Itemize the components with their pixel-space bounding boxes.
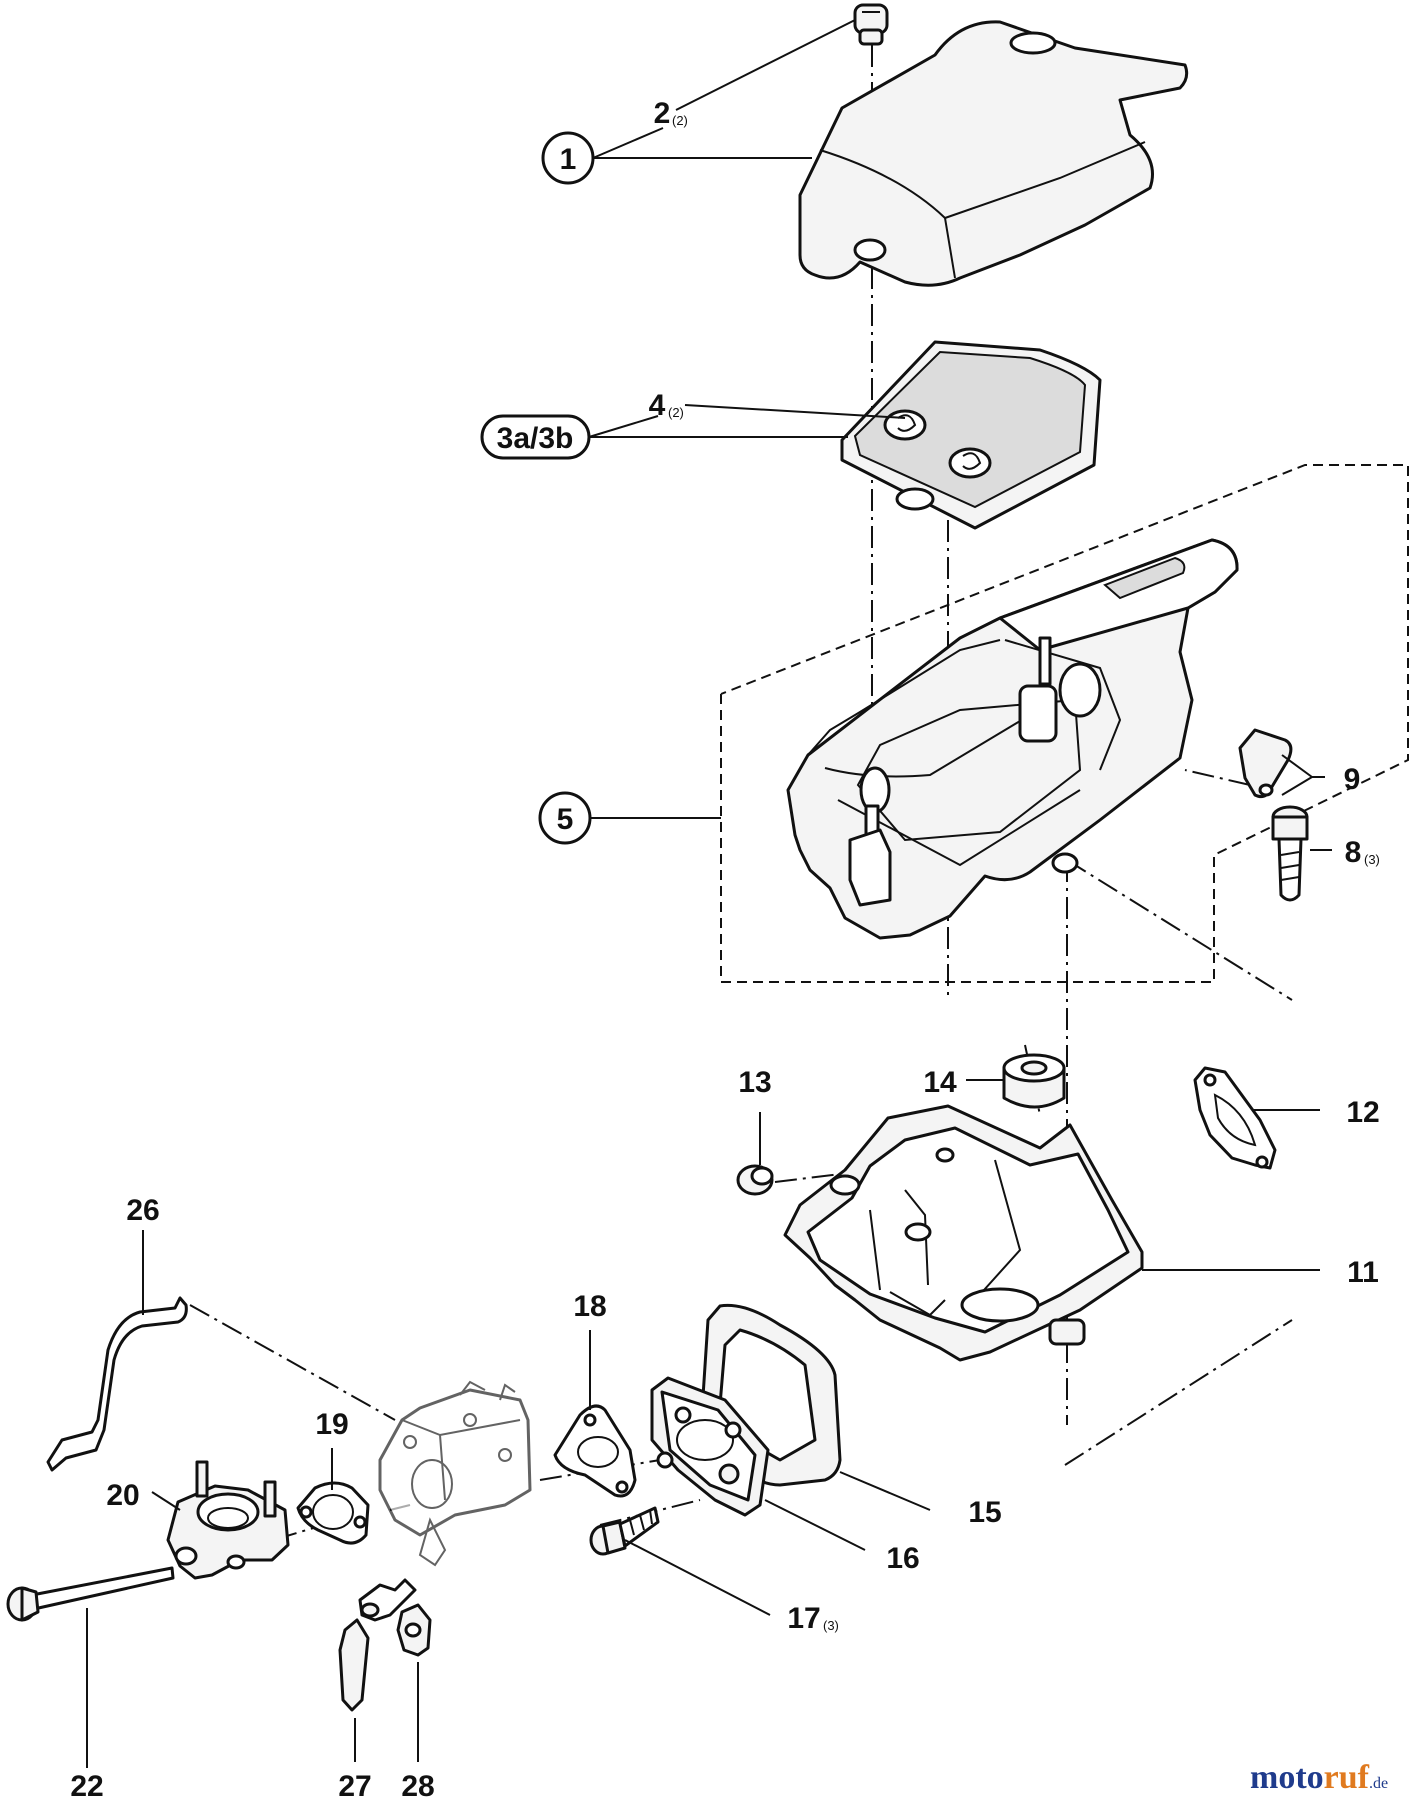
svg-text:17: 17 [787, 1602, 820, 1635]
gasket-part [1193, 1066, 1277, 1170]
callout-2: 2 (2) [654, 97, 688, 130]
intake-flange-part [650, 1376, 770, 1517]
svg-text:12: 12 [1346, 1096, 1379, 1129]
svg-text:15: 15 [968, 1496, 1001, 1529]
svg-text:motoruf.de: motoruf.de [1250, 1759, 1388, 1796]
callout-19: 19 [315, 1408, 348, 1441]
callout-27: 27 [338, 1770, 371, 1800]
svg-text:(2): (2) [672, 113, 688, 128]
watermark-logo: motoruf.de [1250, 1759, 1388, 1796]
svg-text:1: 1 [560, 143, 577, 176]
carb-gasket-part [553, 1404, 637, 1498]
callout-4: 4 (2) [649, 389, 684, 422]
svg-text:5: 5 [557, 803, 574, 836]
insulator-gasket-part [296, 1481, 370, 1545]
svg-text:14: 14 [923, 1066, 957, 1099]
svg-text:(2): (2) [668, 405, 684, 420]
callout-18: 18 [573, 1290, 606, 1323]
carburetor-part [378, 1380, 532, 1567]
svg-text:26: 26 [126, 1194, 159, 1227]
svg-text:16: 16 [886, 1542, 919, 1575]
callout-13: 13 [738, 1066, 771, 1099]
svg-text:2: 2 [654, 97, 671, 130]
callout-3a-3b: 3a/3b [480, 414, 591, 460]
top-cover-part [798, 20, 1189, 287]
svg-text:8: 8 [1345, 836, 1362, 869]
callout-14: 14 [923, 1066, 957, 1099]
knob-screw-part [853, 3, 889, 46]
callout-17: 17 (3) [787, 1602, 839, 1635]
svg-text:28: 28 [401, 1770, 434, 1800]
svg-text:4: 4 [649, 389, 666, 422]
svg-text:19: 19 [315, 1408, 348, 1441]
linkage-rod-part [46, 1296, 188, 1472]
svg-text:18: 18 [573, 1290, 606, 1323]
callout-22: 22 [70, 1770, 103, 1800]
intake-manifold-part [166, 1460, 290, 1580]
bolt-part [589, 1506, 660, 1556]
assembly-boundary [720, 464, 1409, 983]
plug-part [736, 1164, 774, 1196]
svg-text:27: 27 [338, 1770, 371, 1800]
callout-9: 9 [1344, 763, 1361, 796]
callout-16: 16 [886, 1542, 919, 1575]
filter-base-part [783, 1104, 1144, 1362]
svg-text:9: 9 [1344, 763, 1361, 796]
cylinder-cover-part [786, 538, 1239, 940]
callout-20: 20 [106, 1479, 139, 1512]
callout-8: 8 (3) [1345, 836, 1380, 869]
callout-5: 5 [538, 791, 592, 845]
svg-text:(3): (3) [1364, 852, 1380, 867]
svg-text:11: 11 [1347, 1256, 1379, 1289]
callout-15: 15 [968, 1496, 1001, 1529]
svg-text:13: 13 [738, 1066, 771, 1099]
screw-part [1271, 805, 1309, 902]
long-bolt-part [6, 1566, 175, 1622]
grommet-part [1002, 1053, 1066, 1109]
svg-text:20: 20 [106, 1479, 139, 1512]
callout-1: 1 [541, 131, 595, 185]
callout-12: 12 [1346, 1096, 1379, 1129]
air-filter-part [840, 340, 1102, 530]
leader-lines [86, 19, 1332, 1768]
plate-part [1238, 728, 1293, 799]
svg-text:22: 22 [70, 1770, 103, 1800]
boot-part [396, 1603, 432, 1657]
svg-text:(3): (3) [823, 1618, 839, 1633]
callout-26: 26 [126, 1194, 159, 1227]
throttle-lever-part [338, 1578, 417, 1712]
svg-text:3a/3b: 3a/3b [497, 422, 574, 455]
callout-11: 11 [1347, 1256, 1379, 1289]
callout-28: 28 [401, 1770, 434, 1800]
